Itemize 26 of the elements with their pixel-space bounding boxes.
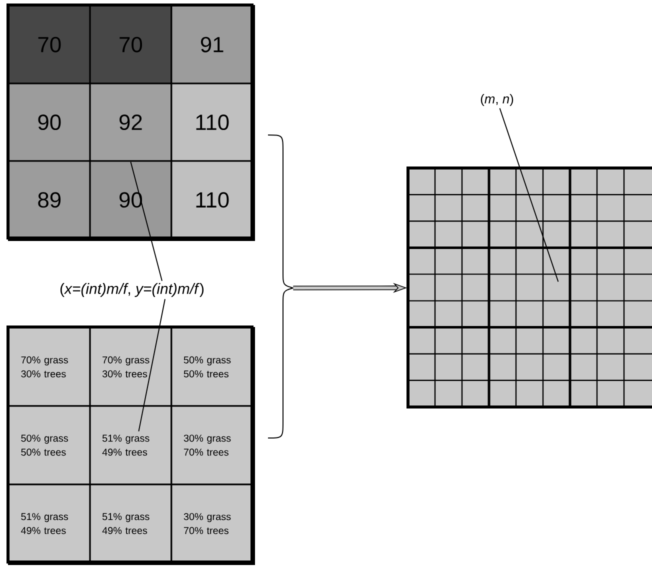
value-cell: 70 (89, 5, 172, 84)
curly-brace (268, 134, 294, 438)
value-cell: 70 (8, 5, 91, 84)
value-cell: 91 (170, 5, 254, 84)
pixel-grid (406, 166, 652, 408)
grid-frame (8, 5, 255, 241)
leader-line (499, 108, 559, 282)
value-cell: 110 (170, 160, 254, 240)
value-cell: 92 (89, 82, 172, 162)
land-cover-cell: 70% grass 30% trees (89, 327, 172, 407)
land-cover-cell: 30% grass 70% trees (170, 484, 254, 564)
land-cover-cell: 30% grass 70% trees (170, 405, 254, 486)
value-cell: 90 (8, 82, 91, 162)
coordinate-label: (m, n) (480, 94, 514, 106)
leader-line (138, 298, 166, 432)
grid-frame (8, 327, 255, 565)
value-cell: 110 (170, 82, 254, 162)
land-cover-cell: 51% grass 49% trees (89, 405, 172, 486)
value-cell: 89 (8, 160, 91, 240)
land-cover-cell: 70% grass 30% trees (8, 327, 91, 407)
land-cover-cell: 51% grass 49% trees (8, 484, 91, 564)
land-cover-cell: 51% grass 49% trees (89, 484, 172, 564)
leader-line (130, 161, 162, 282)
coordinate-label: (x=(int)m/f, y=(int)m/f) (60, 283, 204, 297)
land-cover-cell: 50% grass 50% trees (8, 405, 91, 486)
land-cover-cell: 50% grass 50% trees (170, 327, 254, 407)
